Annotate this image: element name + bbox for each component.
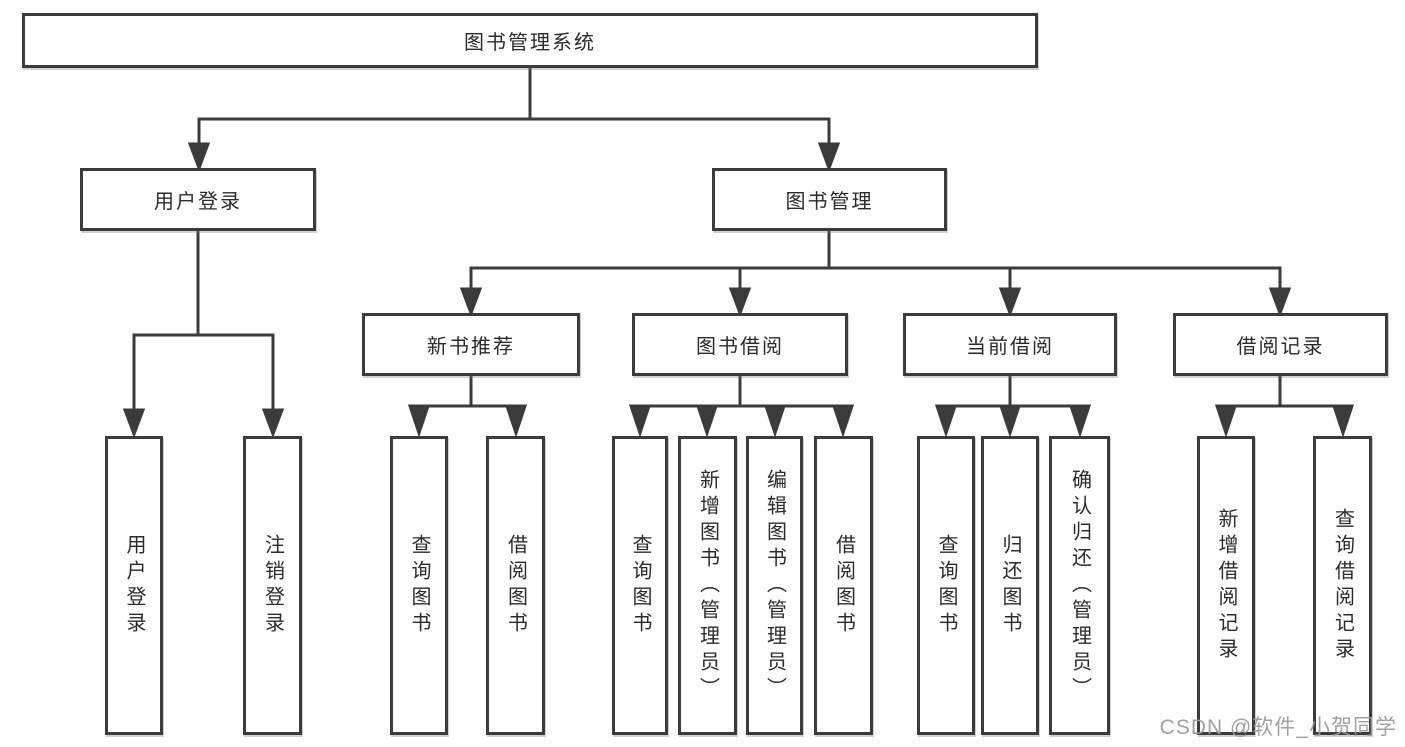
node-current-borrowing: 当前借阅 [903,313,1117,376]
leaf-borrow-books-borrowing: 借阅图书 [814,436,873,735]
node-user-login: 用户登录 [80,168,316,231]
leaf-query-books-current: 查询图书 [917,436,975,735]
csdn-watermark: CSDN @软件_小贺同学 [1159,716,1397,739]
leaf-logout: 注销登录 [243,436,302,735]
node-new-book-recommend: 新书推荐 [362,313,580,376]
leaf-user-login: 用户登录 [105,436,163,735]
leaf-borrow-books-recommend: 借阅图书 [486,436,545,735]
leaf-return-books: 归还图书 [981,436,1039,735]
node-library-management-system: 图书管理系统 [22,13,1038,68]
node-borrow-records: 借阅记录 [1173,313,1388,376]
node-book-management: 图书管理 [712,168,947,231]
leaf-query-borrow-record: 查询借阅记录 [1313,436,1372,735]
node-book-borrowing: 图书借阅 [632,313,848,376]
leaf-query-books-recommend: 查询图书 [390,436,448,735]
leaf-confirm-return-admin: 确认归还（管理员） [1049,436,1110,735]
leaf-add-borrow-record: 新增借阅记录 [1197,436,1255,735]
leaf-add-book-admin: 新增图书（管理员） [678,436,737,735]
leaf-query-books-borrowing: 查询图书 [612,436,668,735]
leaf-edit-book-admin: 编辑图书（管理员） [746,436,803,735]
